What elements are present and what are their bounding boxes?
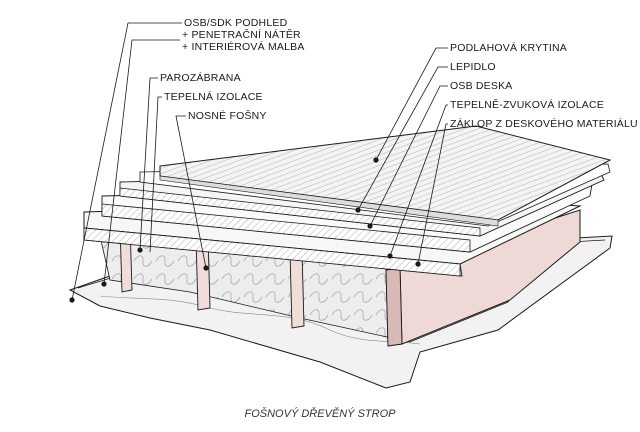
label-lepidlo: LEPIDLO bbox=[450, 61, 496, 73]
label-zaklop: ZÁKLOP Z DESKOVÉHO MATERIÁLU bbox=[450, 118, 638, 130]
label-parozabrana: PAROZÁBRANA bbox=[160, 72, 241, 84]
label-tepelne-zvukova: TEPELNĚ-ZVUKOVÁ IZOLACE bbox=[450, 99, 604, 111]
diagram-caption: FOŠNOVÝ DŘEVĚNÝ STROP bbox=[244, 408, 396, 420]
leader-lines bbox=[71, 22, 448, 301]
leader-dots bbox=[69, 157, 421, 303]
label-osb-deska: OSB DESKA bbox=[450, 80, 513, 92]
label-podlahova: PODLAHOVÁ KRYTINA bbox=[450, 42, 567, 54]
label-tepelna: TEPELNÁ IZOLACE bbox=[164, 91, 263, 103]
parquet-floor bbox=[159, 125, 612, 221]
label-fosny: NOSNÉ FOŠNY bbox=[188, 110, 267, 122]
label-penetracni: + PENETRAČNÍ NÁTĚR bbox=[182, 29, 301, 41]
label-malba: + INTERIÉROVÁ MALBA bbox=[182, 41, 305, 53]
label-osb-sdk: OSB/SDK PODHLED bbox=[184, 17, 288, 29]
